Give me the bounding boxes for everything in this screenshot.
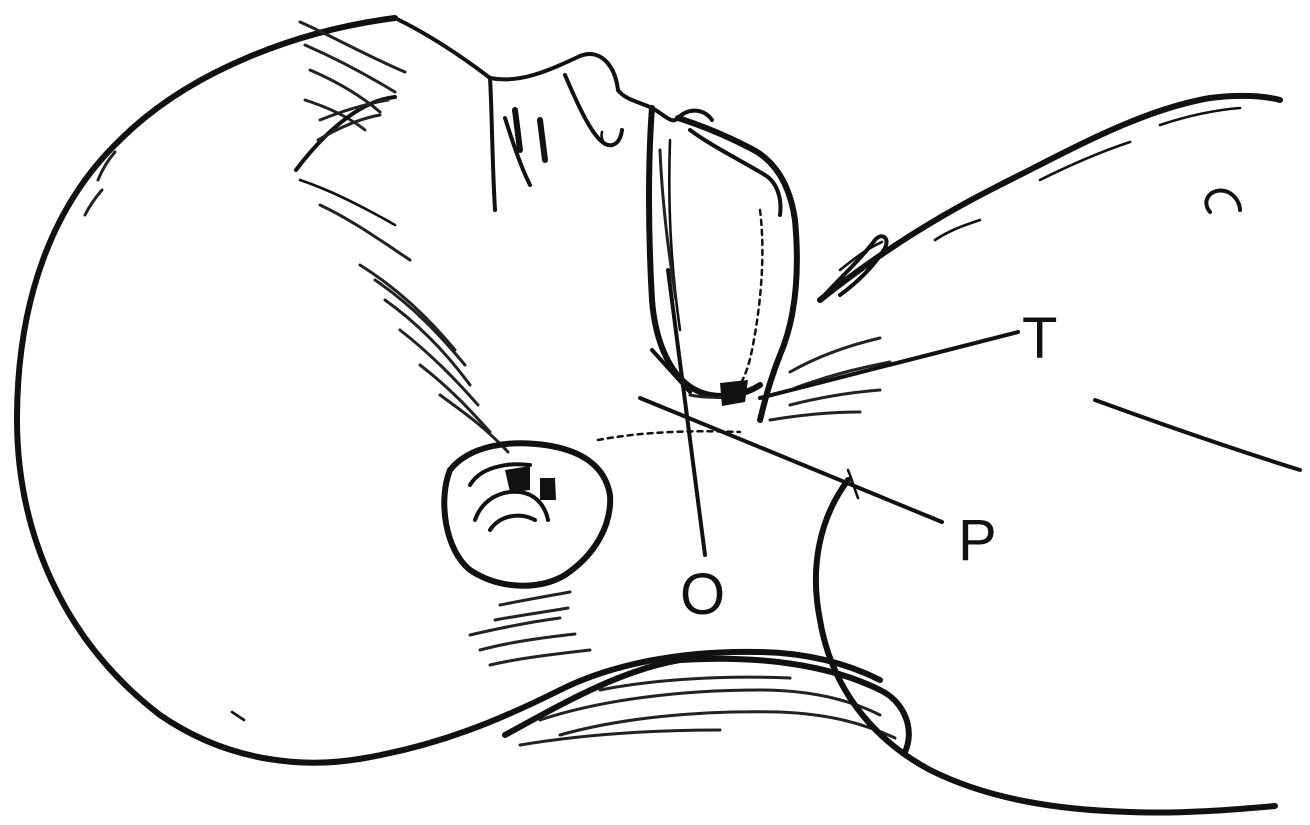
shoulder-cloth [505, 659, 909, 752]
shoulder-and-arm [816, 96, 1300, 813]
label-o: O [680, 562, 725, 627]
labels: T P O [680, 306, 1057, 627]
nose-and-mouth [490, 75, 712, 210]
brow-cheek-lines [320, 205, 508, 452]
label-t: T [1022, 306, 1057, 371]
leader-line-o-short [652, 350, 690, 392]
label-p: P [958, 508, 997, 573]
leader-line-t [760, 332, 1018, 398]
hair-strands [85, 22, 405, 215]
